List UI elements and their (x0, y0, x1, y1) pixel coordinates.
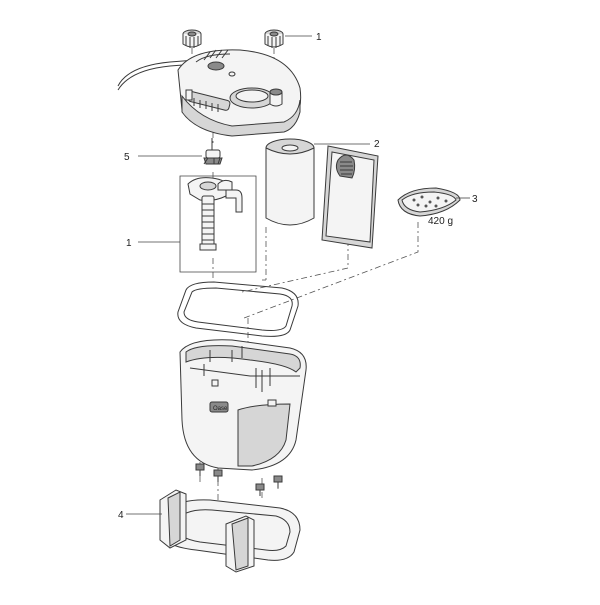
callout-label-3: 3 (472, 194, 478, 205)
foot-screw-1 (195, 463, 205, 476)
foot-screw-2 (213, 469, 223, 482)
callout-label-1-left: 1 (126, 238, 132, 249)
filter-sponge-cartridge (265, 138, 315, 226)
callout-label-1-top: 1 (316, 32, 322, 43)
filter-pad (321, 145, 379, 249)
group-frame-1 (179, 175, 257, 273)
impeller (203, 138, 223, 165)
callout-sublabel-3-weight: 420 g (428, 216, 453, 227)
foot-screw-3 (255, 483, 265, 496)
filter-container: Oase (179, 339, 307, 471)
base-stand (159, 489, 301, 573)
connector-nut-left (182, 29, 202, 48)
foot-screw-4 (273, 475, 283, 488)
pump-head (117, 49, 302, 137)
sealing-ring (177, 281, 299, 337)
callout-label-5: 5 (124, 152, 130, 163)
filter-media-bag (397, 187, 461, 217)
callout-label-2: 2 (374, 139, 380, 150)
callout-label-4: 4 (118, 510, 124, 521)
brand-mark: Oase (213, 406, 228, 412)
intake-tube-assembly (187, 177, 243, 251)
connector-nut-right (264, 29, 284, 48)
